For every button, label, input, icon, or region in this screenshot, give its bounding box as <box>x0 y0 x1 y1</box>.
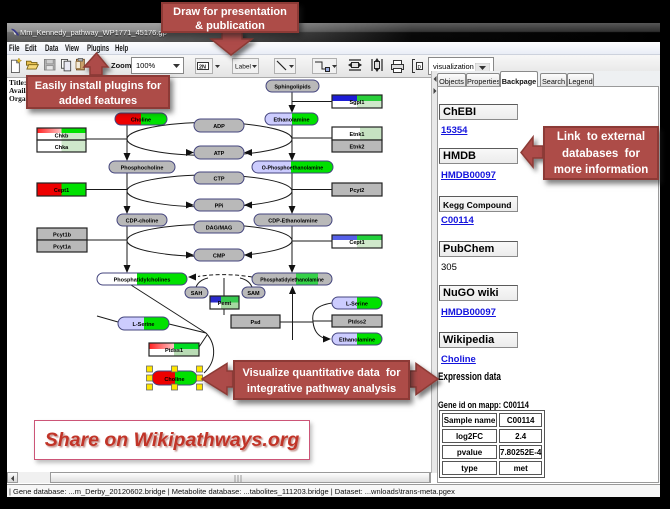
svg-text:L-Serine: L-Serine <box>132 322 154 328</box>
svg-text:Organis: Organis <box>9 94 35 103</box>
svg-text:Pcyt1b: Pcyt1b <box>53 232 72 238</box>
svg-text:Ptdss2: Ptdss2 <box>348 319 366 325</box>
svg-text:Ptdss1: Ptdss1 <box>165 348 183 354</box>
svg-text:Chka: Chka <box>55 145 69 151</box>
svg-text:ADP: ADP <box>213 124 225 130</box>
svg-text:2N: 2N <box>199 65 206 71</box>
svg-text:CDP-Ethanolamine: CDP-Ethanolamine <box>268 218 318 224</box>
svg-text:SAM: SAM <box>247 291 260 297</box>
svg-text:Ethanolamine: Ethanolamine <box>273 117 309 123</box>
svg-text:Sphingolipids: Sphingolipids <box>274 84 310 90</box>
svg-text:Phosphocholine: Phosphocholine <box>121 165 164 171</box>
svg-text:Etnk2: Etnk2 <box>350 144 365 150</box>
svg-text:SAH: SAH <box>191 291 203 297</box>
svg-text:Chkb: Chkb <box>55 133 69 139</box>
svg-text:Availab: Availab <box>9 86 33 95</box>
svg-text:DAG/MAG: DAG/MAG <box>206 225 233 231</box>
svg-text:Phosphatidylcholines: Phosphatidylcholines <box>114 277 171 283</box>
svg-text:Sgpl1: Sgpl1 <box>350 100 365 106</box>
svg-text:PPi: PPi <box>215 203 224 209</box>
svg-text:L-Serine: L-Serine <box>346 301 368 307</box>
svg-text:Psd: Psd <box>250 320 260 326</box>
svg-text:Pcyt1a: Pcyt1a <box>53 244 72 250</box>
svg-text:O-Phosphoethanolamine: O-Phosphoethanolamine <box>262 165 324 171</box>
svg-text:Cept1: Cept1 <box>349 240 364 246</box>
svg-text:CTP: CTP <box>214 176 225 182</box>
svg-text:CDP-choline: CDP-choline <box>126 218 159 224</box>
svg-text:Choline: Choline <box>164 377 184 383</box>
svg-text:Pcyt2: Pcyt2 <box>350 188 365 194</box>
svg-text:Ethanolamine: Ethanolamine <box>339 337 375 343</box>
svg-text:Title:: Title: <box>9 78 26 87</box>
svg-text:Cept1: Cept1 <box>54 188 69 194</box>
svg-text:ATP: ATP <box>214 151 225 157</box>
svg-text:p: p <box>418 65 422 71</box>
svg-text:CMP: CMP <box>213 253 226 259</box>
svg-text:Phosphatidylethanolamine: Phosphatidylethanolamine <box>260 277 324 283</box>
svg-text:Choline: Choline <box>131 117 151 123</box>
svg-text:Etnk1: Etnk1 <box>350 132 365 138</box>
svg-text:Pemt: Pemt <box>218 301 232 307</box>
svg-text:Label: Label <box>235 64 251 71</box>
